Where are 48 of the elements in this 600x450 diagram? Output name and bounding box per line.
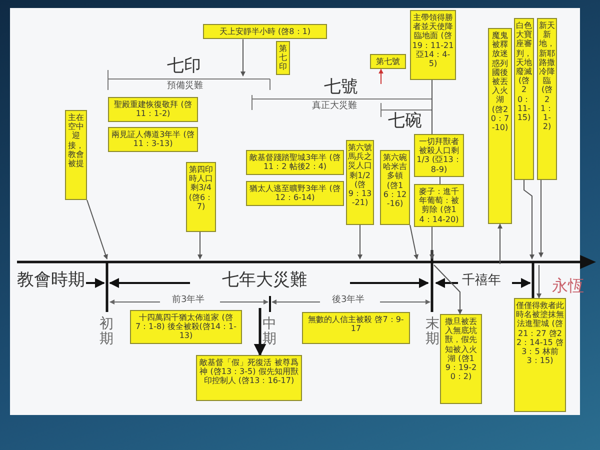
arrow xyxy=(498,224,502,264)
note-box: 第六號馬兵之災人口剩1/2 (啓9：13-21) xyxy=(346,140,374,225)
arrow xyxy=(254,308,266,356)
note-box: 麥子：進千年葡萄：被剪除 (啓14：14-20) xyxy=(414,184,464,227)
arrow xyxy=(410,224,419,260)
note-box: 主在空中迎接，教會被提 xyxy=(65,110,87,200)
duration-label: 後3年半 xyxy=(332,296,365,306)
note-box: 一切拜獸者被殺人口剩1/3 (亞13：8-9) xyxy=(414,134,464,177)
note-box: 魔鬼被釋放迷惑列國後被丟入火湖 (啓20：7-10) xyxy=(488,28,512,224)
arrow xyxy=(538,180,544,258)
note-box: 白色大寶座審判，天地廢滅 (啓20：11-15) xyxy=(514,18,534,180)
arrow xyxy=(430,226,434,260)
arrow xyxy=(86,200,108,260)
arrow xyxy=(378,68,384,84)
phase-label: 末期 xyxy=(425,317,440,348)
arrow xyxy=(536,264,542,298)
arrow xyxy=(198,232,202,260)
note-box: 第七號 xyxy=(370,54,406,70)
note-box: 撒旦被丟入無底坑獸，假先知被入火湖 (啓19：19-20：2) xyxy=(440,314,482,404)
note-box: 敵基督「假」死復活 被尊爲神 (啓13：3-5) 假先知用獸印控制人 (啓13：16-17) xyxy=(196,355,302,401)
note-box: 聖殿重建恢復敬拜 (啓11：1-2) xyxy=(108,97,198,122)
era-label: 七年大災難 xyxy=(222,271,307,290)
phase-label: 中期 xyxy=(262,317,277,348)
note-box: 天上安靜半小時 (啓8：1) xyxy=(203,24,327,40)
note-box: 猶太人逃至曠野3年半 (啓12：6-14) xyxy=(246,181,344,206)
note-box: 第四印時人口剩3/4 (啓6：7) xyxy=(186,162,216,232)
era-label: 千禧年 xyxy=(462,274,501,288)
note-box: 僅僅得救者此時名被塗抹無法進聖城 (啓21：27 啓22：14-15 啓3：5 林前3：15) xyxy=(514,298,566,412)
era-label: 教會時期 xyxy=(17,271,85,290)
arrow xyxy=(358,224,362,260)
note-box: 無數的人信主被殺 啓7：9-17 xyxy=(302,312,410,344)
note-box: 敵基督踐踏聖城3年半 (啓11：2 帖後2：4) xyxy=(246,150,344,175)
duration-label: 前3年半 xyxy=(172,296,205,306)
phase-label: 初期 xyxy=(99,317,114,348)
bracket-label: 預備災難 xyxy=(167,82,203,92)
note-box: 兩見証人傳道3年半 (啓11：3-13) xyxy=(108,127,198,152)
note-box: 十四萬四千猶太佈道家 (啓7：1-8) 後全被殺(啓14：1-13) xyxy=(130,310,242,344)
series-heading: 七號 xyxy=(324,78,358,97)
arrow xyxy=(434,264,462,314)
arrow xyxy=(524,180,534,260)
note-box: 主帶領得勝者並天使降臨地面 (啓19：11-21 亞14：4-5) xyxy=(410,10,456,80)
note-box: 第七印 xyxy=(276,41,290,75)
arrow xyxy=(240,38,246,76)
note-box: 新天新地，新耶路撒冷降臨 (啓21：1-2) xyxy=(537,18,557,180)
bracket-label: 真正大災難 xyxy=(312,102,357,112)
series-heading: 七印 xyxy=(167,57,201,76)
note-box: 第六碗哈米吉多頓 (啓16：12-16) xyxy=(380,150,410,225)
series-heading: 七碗 xyxy=(388,112,422,131)
